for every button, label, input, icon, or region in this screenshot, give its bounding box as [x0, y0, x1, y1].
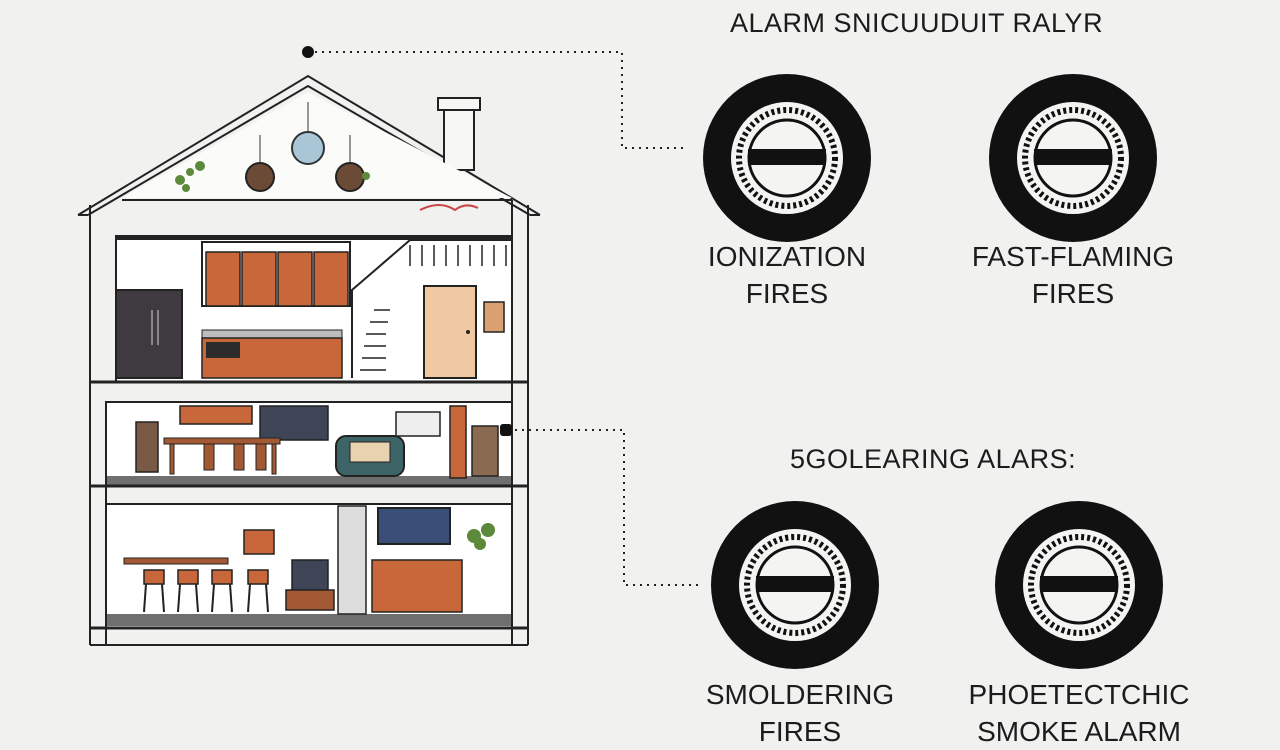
alarm-label-ionization: IONIZATION FIRES [687, 238, 887, 312]
house-illustration [60, 40, 560, 660]
smoke-detector-icon [988, 73, 1158, 243]
alarm-label-line1: SMOLDERING [705, 679, 895, 710]
alarm-label-line2: FIRES [1031, 278, 1115, 309]
section-heading-top: ALARM SNICUUDUIT RALYR [730, 8, 1104, 38]
alarm-label-line1: IONIZATION [707, 241, 867, 272]
smoke-detector-icon [710, 500, 880, 670]
alarm-label-line1: FAST-FLAMING [971, 241, 1175, 272]
alarm-label-line2: FIRES [758, 716, 842, 747]
section-heading-middle: 5GOLEARING ALARS: [790, 444, 1077, 474]
alarm-label-fast-flaming: FAST-FLAMING FIRES [950, 238, 1196, 312]
alarm-label-photoelectric: PHOETECTCHIC SMOKE ALARM [956, 676, 1202, 750]
smoke-detector-icon [702, 73, 872, 243]
alarm-label-line2: SMOKE ALARM [977, 716, 1181, 747]
alarm-label-line2: FIRES [745, 278, 829, 309]
smoke-detector-icon [994, 500, 1164, 670]
alarm-label-line1: PHOETECTCHIC [968, 679, 1190, 710]
alarm-label-smoldering: SMOLDERING FIRES [690, 676, 910, 750]
